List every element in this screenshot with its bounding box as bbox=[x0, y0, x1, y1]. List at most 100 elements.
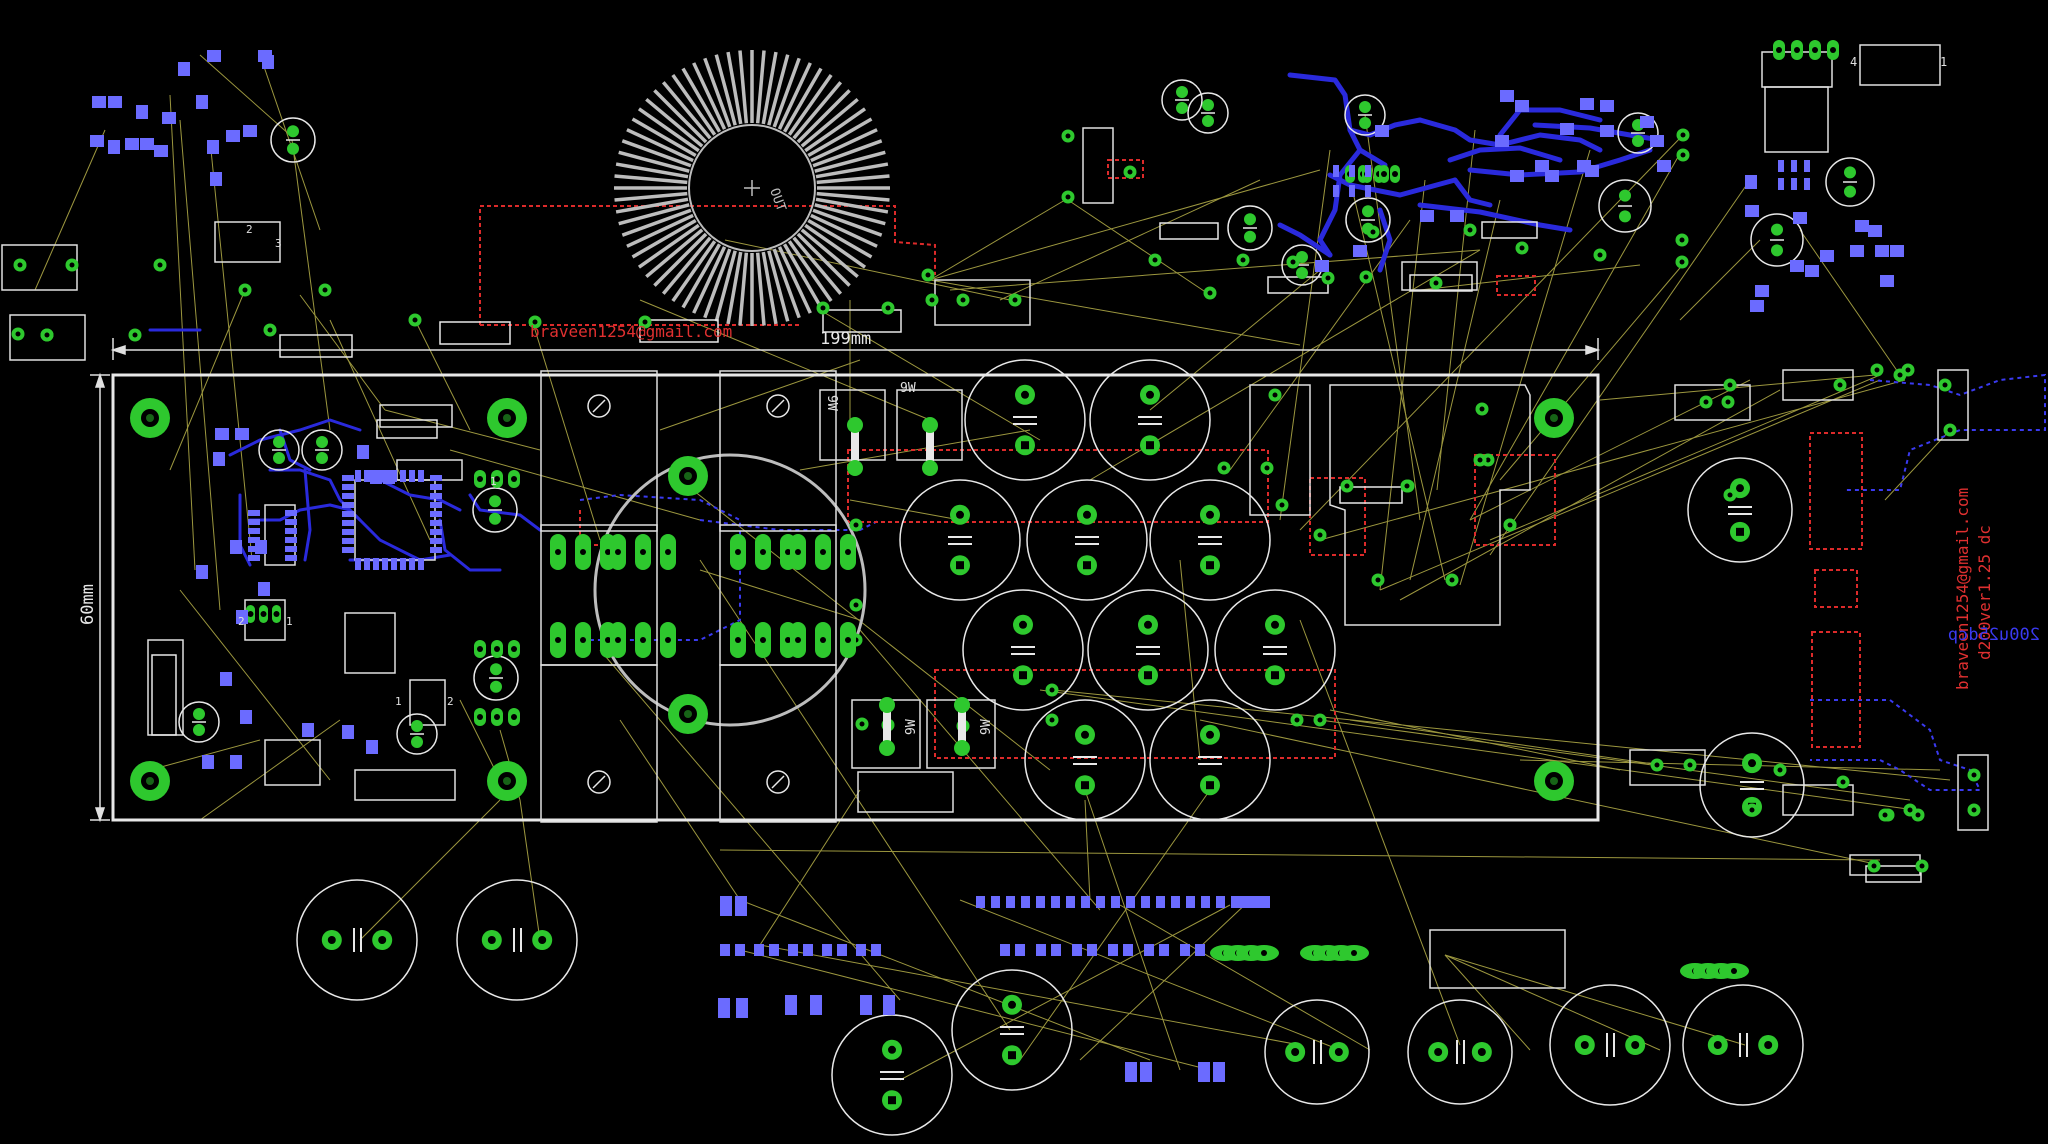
ic-pin[interactable] bbox=[342, 520, 354, 526]
smd-pad[interactable] bbox=[1140, 1062, 1152, 1082]
smd-pad[interactable] bbox=[1015, 944, 1025, 956]
through-hole-pad[interactable] bbox=[1503, 518, 1517, 532]
smd-pad[interactable] bbox=[1868, 225, 1882, 237]
through-hole-pad[interactable] bbox=[1366, 225, 1380, 239]
smd-pad[interactable] bbox=[1755, 285, 1769, 297]
ic-pin[interactable] bbox=[391, 558, 397, 570]
smd-pad[interactable] bbox=[1186, 896, 1195, 908]
ic-pin[interactable] bbox=[285, 519, 297, 525]
toroid-inductor[interactable] bbox=[614, 50, 890, 326]
mosfet-pad[interactable] bbox=[730, 622, 746, 658]
smd-pad[interactable] bbox=[1141, 896, 1150, 908]
through-hole-pad[interactable] bbox=[1236, 253, 1250, 267]
smd-pad[interactable] bbox=[1450, 210, 1464, 222]
smd-pad[interactable] bbox=[196, 565, 208, 579]
mosfet-pad[interactable] bbox=[635, 534, 651, 570]
smd-pad[interactable] bbox=[1500, 90, 1514, 102]
through-hole-pad[interactable] bbox=[1061, 190, 1075, 204]
through-hole-pad[interactable] bbox=[1943, 423, 1957, 437]
mosfet-pad[interactable] bbox=[790, 534, 806, 570]
smd-pad[interactable] bbox=[1640, 116, 1654, 128]
ic-pin[interactable] bbox=[430, 511, 442, 517]
ic-pin[interactable] bbox=[430, 493, 442, 499]
resistor-body[interactable] bbox=[279, 334, 353, 358]
ic-pin[interactable] bbox=[1333, 185, 1339, 197]
smd-pad[interactable] bbox=[1231, 896, 1240, 908]
through-hole-pad[interactable] bbox=[238, 283, 252, 297]
smd-pad[interactable] bbox=[871, 944, 881, 956]
smd-pad[interactable] bbox=[1890, 245, 1904, 257]
smd-pad[interactable] bbox=[92, 96, 106, 108]
smd-pad[interactable] bbox=[991, 896, 1000, 908]
mosfet-pad[interactable] bbox=[660, 622, 676, 658]
smd-pad[interactable] bbox=[883, 995, 895, 1015]
electrolytic-capacitor[interactable] bbox=[964, 359, 1086, 481]
smd-pad[interactable] bbox=[735, 944, 745, 956]
through-hole-pad[interactable] bbox=[1400, 479, 1414, 493]
through-hole-pad[interactable] bbox=[1893, 368, 1907, 382]
smd-pad[interactable] bbox=[1195, 944, 1205, 956]
through-hole-pad[interactable] bbox=[153, 258, 167, 272]
through-hole-pad[interactable] bbox=[1340, 479, 1354, 493]
ic-pin[interactable] bbox=[248, 537, 260, 543]
electrolytic-capacitor[interactable] bbox=[1549, 984, 1671, 1106]
ic-pin[interactable] bbox=[1791, 178, 1797, 190]
smd-pad[interactable] bbox=[1144, 944, 1154, 956]
smd-pad[interactable] bbox=[154, 145, 168, 157]
electrolytic-capacitor[interactable] bbox=[296, 879, 418, 1001]
smd-pad[interactable] bbox=[196, 95, 208, 109]
through-hole-pad[interactable] bbox=[1675, 233, 1689, 247]
mosfet-pad[interactable] bbox=[840, 534, 856, 570]
through-hole-pad[interactable] bbox=[408, 313, 422, 327]
through-hole-pad[interactable] bbox=[1260, 461, 1274, 475]
ic-pin[interactable] bbox=[248, 546, 260, 552]
electrolytic-capacitor[interactable] bbox=[1149, 479, 1271, 601]
ic-pin[interactable] bbox=[342, 502, 354, 508]
smd-pad[interactable] bbox=[1850, 245, 1864, 257]
smd-pad[interactable] bbox=[258, 582, 270, 596]
through-hole-pad[interactable] bbox=[1721, 395, 1735, 409]
mosfet-pad[interactable] bbox=[491, 470, 503, 488]
through-hole-pad[interactable] bbox=[1268, 388, 1282, 402]
smd-pad[interactable] bbox=[366, 740, 378, 754]
ic-pin[interactable] bbox=[342, 511, 354, 517]
smd-pad[interactable] bbox=[810, 995, 822, 1015]
smd-pad[interactable] bbox=[803, 944, 813, 956]
smd-pad[interactable] bbox=[1240, 896, 1270, 908]
smd-pad[interactable] bbox=[140, 138, 154, 150]
smd-pad[interactable] bbox=[1880, 275, 1894, 287]
smd-pad[interactable] bbox=[788, 944, 798, 956]
smd-pad[interactable] bbox=[1213, 1062, 1225, 1082]
smd-pad[interactable] bbox=[125, 138, 139, 150]
mosfet-pad[interactable] bbox=[1827, 40, 1839, 60]
ic-pin[interactable] bbox=[248, 519, 260, 525]
mosfet-pad[interactable] bbox=[1773, 40, 1785, 60]
small-capacitor[interactable] bbox=[1598, 179, 1652, 233]
smd-pad[interactable] bbox=[210, 172, 222, 186]
power-resistor[interactable] bbox=[847, 417, 863, 476]
mosfet-pad[interactable] bbox=[508, 640, 520, 658]
through-hole-pad[interactable] bbox=[921, 268, 935, 282]
mosfet-pad[interactable] bbox=[272, 605, 281, 623]
through-hole-pad[interactable] bbox=[1359, 270, 1373, 284]
through-hole-pad[interactable] bbox=[849, 598, 863, 612]
power-resistor[interactable] bbox=[954, 697, 970, 756]
resistor-body[interactable] bbox=[439, 321, 511, 345]
smd-pad[interactable] bbox=[1855, 220, 1869, 232]
through-hole-pad[interactable] bbox=[1275, 498, 1289, 512]
through-hole-pad[interactable] bbox=[1217, 461, 1231, 475]
ic-pin[interactable] bbox=[418, 470, 424, 482]
electrolytic-capacitor[interactable] bbox=[1214, 589, 1336, 711]
mosfet-pad[interactable] bbox=[550, 622, 566, 658]
ic-pin[interactable] bbox=[1778, 178, 1784, 190]
smd-pad[interactable] bbox=[735, 896, 747, 916]
smd-pad[interactable] bbox=[1051, 944, 1061, 956]
electrolytic-capacitor[interactable] bbox=[1089, 359, 1211, 481]
resistor-body[interactable] bbox=[1865, 865, 1922, 883]
capacitors-layer[interactable] bbox=[130, 79, 1875, 1136]
mosfet-pad[interactable] bbox=[815, 622, 831, 658]
resistor-body[interactable] bbox=[151, 654, 177, 736]
ic-pin[interactable] bbox=[285, 555, 297, 561]
through-hole-pad[interactable] bbox=[1683, 758, 1697, 772]
small-capacitor[interactable] bbox=[258, 429, 300, 471]
